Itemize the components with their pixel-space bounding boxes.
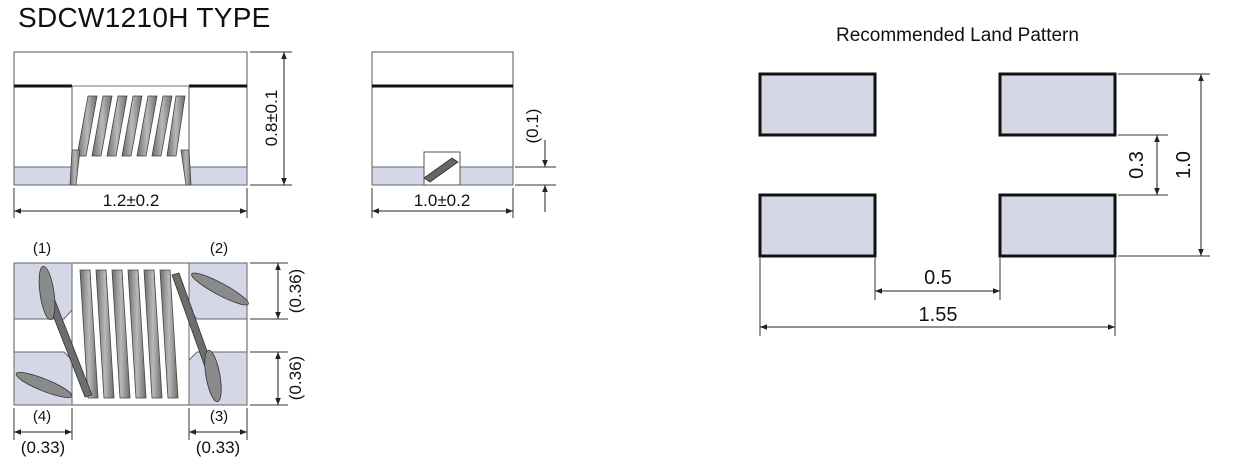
side-view: 1.0±0.2 (0.1) bbox=[371, 51, 556, 218]
land-total-width-label: 1.55 bbox=[919, 304, 958, 326]
top-pad-upper-label: (0.36) bbox=[286, 269, 305, 313]
front-width-label: 1.2±0.2 bbox=[103, 191, 160, 210]
top-pad-lower-label: (0.36) bbox=[286, 356, 305, 400]
front-terminal-right bbox=[188, 166, 248, 186]
front-height-label: 0.8±0.1 bbox=[262, 90, 281, 147]
land-pattern: 0.3 1.0 0.5 1.55 bbox=[758, 72, 1210, 336]
top-wire-end-1 bbox=[38, 265, 56, 321]
terminal-label-1: (1) bbox=[33, 240, 51, 257]
top-wire-end-3 bbox=[204, 349, 222, 403]
top-right-width-label: (0.33) bbox=[196, 438, 240, 457]
top-wire-end-4 bbox=[15, 372, 73, 398]
side-width-label: 1.0±0.2 bbox=[414, 191, 471, 210]
land-gap-horizontal-label: 0.5 bbox=[924, 267, 952, 289]
terminal-label-4: (4) bbox=[33, 408, 51, 425]
front-terminal-left bbox=[13, 166, 73, 186]
land-total-height-label: 1.0 bbox=[1173, 151, 1195, 179]
land-pattern-title: Recommended Land Pattern bbox=[836, 25, 1079, 46]
top-left-width-label: (0.33) bbox=[21, 438, 65, 457]
part-type-title: SDCW1210H TYPE bbox=[18, 2, 271, 33]
land-pad-top-left bbox=[758, 72, 877, 137]
front-view: 1.2±0.2 0.8±0.1 bbox=[13, 51, 292, 218]
land-gap-vertical-label: 0.3 bbox=[1126, 151, 1148, 179]
front-coil-windings bbox=[69, 95, 192, 186]
top-wire-end-2 bbox=[191, 272, 249, 306]
land-pad-bottom-right bbox=[998, 193, 1117, 258]
terminal-label-3: (3) bbox=[210, 408, 228, 425]
land-pad-bottom-left bbox=[758, 193, 877, 258]
side-height-label: (0.1) bbox=[523, 109, 542, 144]
land-pad-top-right bbox=[998, 72, 1117, 137]
top-coil-windings bbox=[79, 269, 179, 399]
top-view: (1) (2) (3) (4) (0.36) (0.36) (0.33) (0.… bbox=[13, 240, 305, 457]
terminal-label-2: (2) bbox=[210, 240, 228, 257]
side-wire-lead bbox=[423, 157, 459, 183]
